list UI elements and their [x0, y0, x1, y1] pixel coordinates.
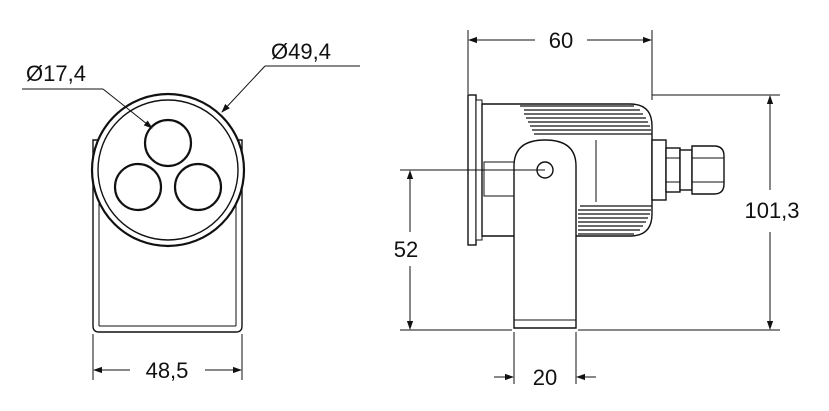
front-head-inner-circle — [97, 99, 239, 241]
total-height-label: 101,3 — [744, 198, 799, 223]
front-width-label: 48,5 — [146, 358, 189, 383]
led-top — [143, 118, 193, 168]
front-head-outer-circle — [90, 92, 246, 248]
pivot-height-label: 52 — [394, 237, 418, 262]
cooling-fins-top — [520, 105, 652, 135]
small-diameter-label: Ø17,4 — [26, 61, 86, 86]
cable-gland — [651, 139, 725, 201]
small-diameter-leader — [102, 88, 153, 129]
bracket-width-label: 20 — [533, 365, 557, 390]
outer-diameter-leader — [221, 65, 266, 113]
side-view: 60 101,3 52 20 — [394, 28, 800, 390]
side-length-label: 60 — [549, 28, 573, 53]
cooling-fins-bottom — [578, 205, 652, 235]
outer-diameter-label: Ø49,4 — [271, 39, 331, 64]
led-left — [113, 162, 163, 212]
side-bracket-arm — [513, 139, 577, 329]
front-view: Ø17,4 Ø49,4 48,5 — [22, 39, 360, 383]
led-right — [173, 162, 223, 212]
